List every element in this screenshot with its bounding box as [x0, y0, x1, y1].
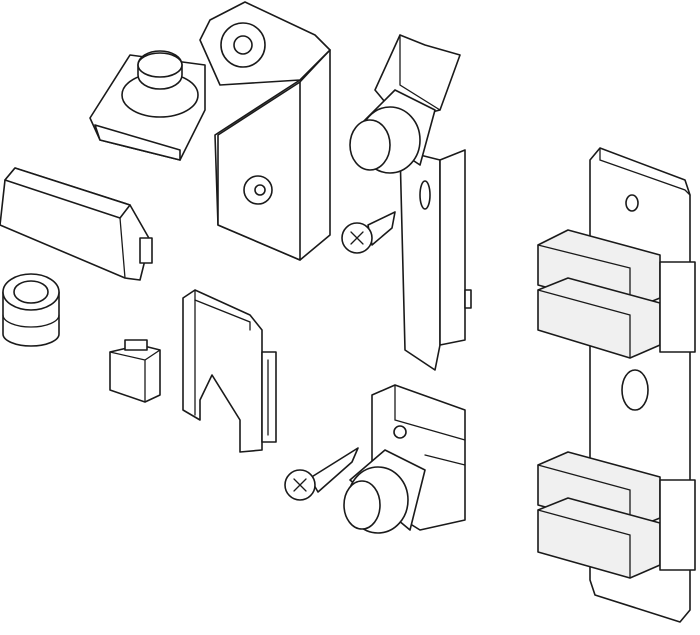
- lower-bracket-with-bumper: [343, 384, 466, 534]
- top-mounting-bracket: [89, 1, 331, 261]
- screw-lower: [284, 447, 359, 501]
- rail-block-lower: [537, 451, 696, 579]
- rail-block-upper: [537, 229, 696, 359]
- small-cube-stop: [109, 339, 161, 403]
- vertical-bracket-with-bumper: [349, 34, 472, 371]
- mounting-rail: [537, 147, 696, 623]
- clip-plate: [182, 289, 277, 453]
- wedge-end-cap: [0, 167, 153, 281]
- screw-upper: [341, 211, 396, 254]
- cylindrical-cup: [2, 273, 60, 347]
